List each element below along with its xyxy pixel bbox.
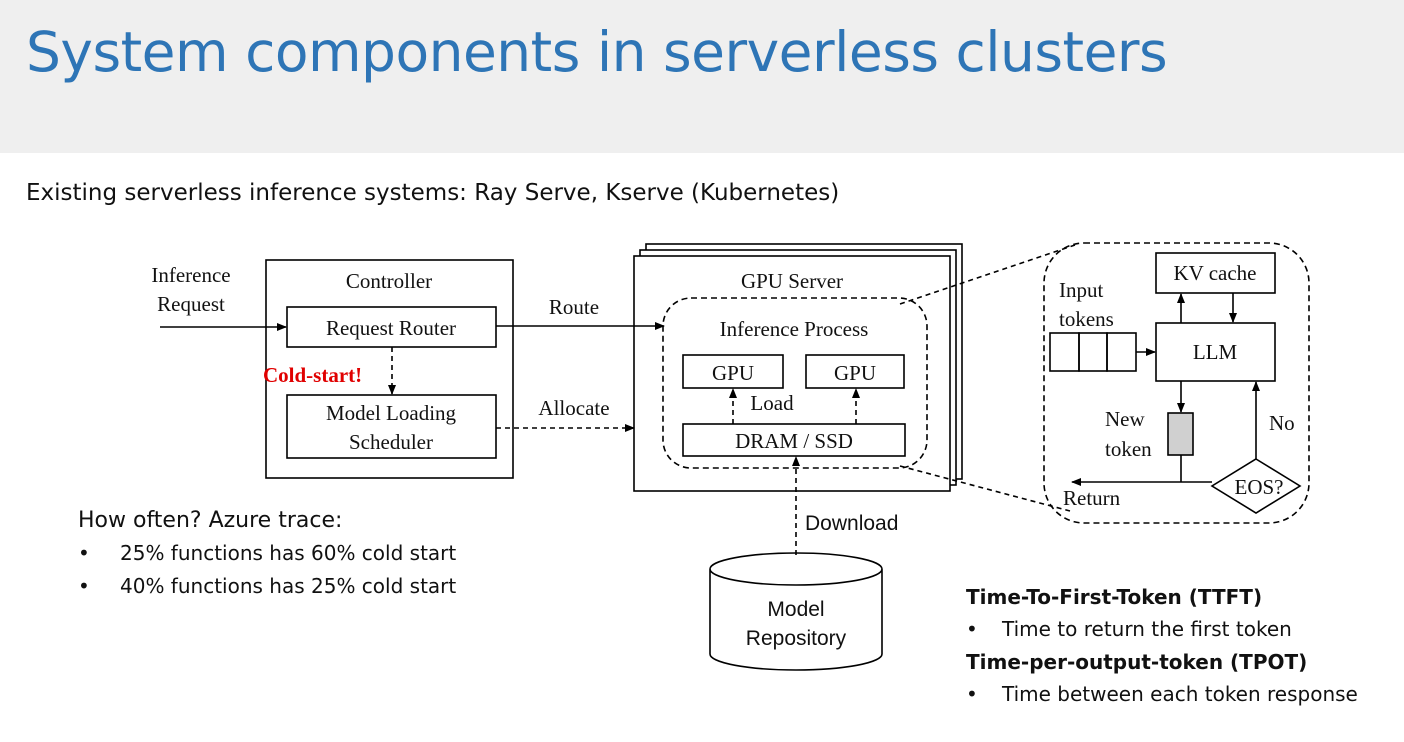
- bullet-icon: •: [78, 574, 90, 598]
- new-token-label-1: New: [1105, 407, 1145, 431]
- bullet-icon: •: [78, 541, 90, 565]
- notes-bullet-text: 25% functions has 60% cold start: [120, 541, 457, 565]
- model-repository-label-2: Repository: [746, 627, 847, 650]
- cold-start-notes: How often? Azure trace: • 25% functions h…: [78, 508, 456, 607]
- input-token-3: [1106, 332, 1137, 372]
- ttft-heading: Time-To-First-Token (TTFT): [966, 585, 1263, 609]
- bullet-icon: •: [966, 682, 978, 706]
- tpot-list: • Time between each token response: [966, 682, 1358, 715]
- inference-request-label-1: Inference: [151, 263, 230, 287]
- bullet-icon: •: [966, 617, 978, 641]
- input-tokens-label-1: Input: [1059, 278, 1103, 302]
- controller-label: Controller: [346, 269, 432, 293]
- gpu-server-label: GPU Server: [741, 269, 843, 293]
- download-label: Download: [805, 512, 898, 535]
- no-label: No: [1269, 411, 1295, 435]
- notes-list: • 25% functions has 60% cold start • 40% f…: [78, 541, 456, 607]
- model-loading-label-1: Model Loading: [326, 401, 457, 425]
- new-token-box: [1167, 412, 1194, 456]
- cold-start-label: Cold-start!: [263, 363, 362, 387]
- tpot-bullet-text: Time between each token response: [1002, 682, 1358, 706]
- return-label: Return: [1063, 486, 1121, 510]
- latency-metrics: Time-To-First-Token (TTFT) • Time to retu…: [966, 585, 1358, 715]
- gpu-left-label: GPU: [712, 361, 754, 385]
- gpu-right-label: GPU: [834, 361, 876, 385]
- page-title: System components in serverless clusters: [26, 20, 1168, 84]
- input-tokens-label-2: tokens: [1059, 307, 1114, 331]
- ttft-bullet-item: • Time to return the first token: [966, 617, 1358, 650]
- ttft-bullet-text: Time to return the first token: [1002, 617, 1292, 641]
- inference-process-box: [662, 297, 928, 469]
- dram-ssd-label: DRAM / SSD: [735, 429, 853, 453]
- load-label: Load: [750, 391, 794, 415]
- model-repository-label-1: Model: [767, 598, 824, 621]
- model-loading-scheduler-box: [286, 394, 497, 459]
- kv-cache-box: [1155, 252, 1276, 294]
- tpot-heading: Time-per-output-token (TPOT): [966, 650, 1308, 674]
- notes-bullet-text: 40% functions has 25% cold start: [120, 574, 457, 598]
- llm-box: [1155, 322, 1276, 382]
- route-label: Route: [549, 295, 599, 319]
- allocate-label: Allocate: [538, 396, 609, 420]
- input-token-1: [1049, 332, 1080, 372]
- inference-process-label: Inference Process: [720, 317, 869, 341]
- tpot-bullet-item: • Time between each token response: [966, 682, 1358, 715]
- notes-bullet-item: • 25% functions has 60% cold start: [78, 541, 456, 574]
- controller-box: [265, 259, 514, 479]
- inference-request-label-2: Request: [157, 292, 225, 316]
- slide-header: System components in serverless clusters: [0, 0, 1404, 153]
- eos-label: EOS?: [1235, 475, 1284, 499]
- kv-cache-label: KV cache: [1174, 261, 1257, 285]
- notes-bullet-item: • 40% functions has 25% cold start: [78, 574, 456, 607]
- eos-decision-diamond: [1210, 458, 1302, 514]
- llm-label: LLM: [1193, 340, 1238, 364]
- zoom-line-top: [899, 244, 1076, 305]
- ttft-list: • Time to return the first token: [966, 617, 1358, 650]
- model-repository-cylinder: [709, 552, 883, 671]
- new-token-label-2: token: [1105, 437, 1152, 461]
- input-token-2: [1078, 332, 1108, 372]
- gpu-server-box: [633, 255, 951, 492]
- model-loading-label-2: Scheduler: [349, 430, 433, 454]
- zoom-line-bottom: [899, 465, 1071, 512]
- notes-heading: How often? Azure trace:: [78, 508, 343, 533]
- request-router-label: Request Router: [326, 316, 456, 340]
- llm-detail-box: [1043, 242, 1310, 524]
- slide-subtitle: Existing serverless inference systems: R…: [26, 180, 840, 206]
